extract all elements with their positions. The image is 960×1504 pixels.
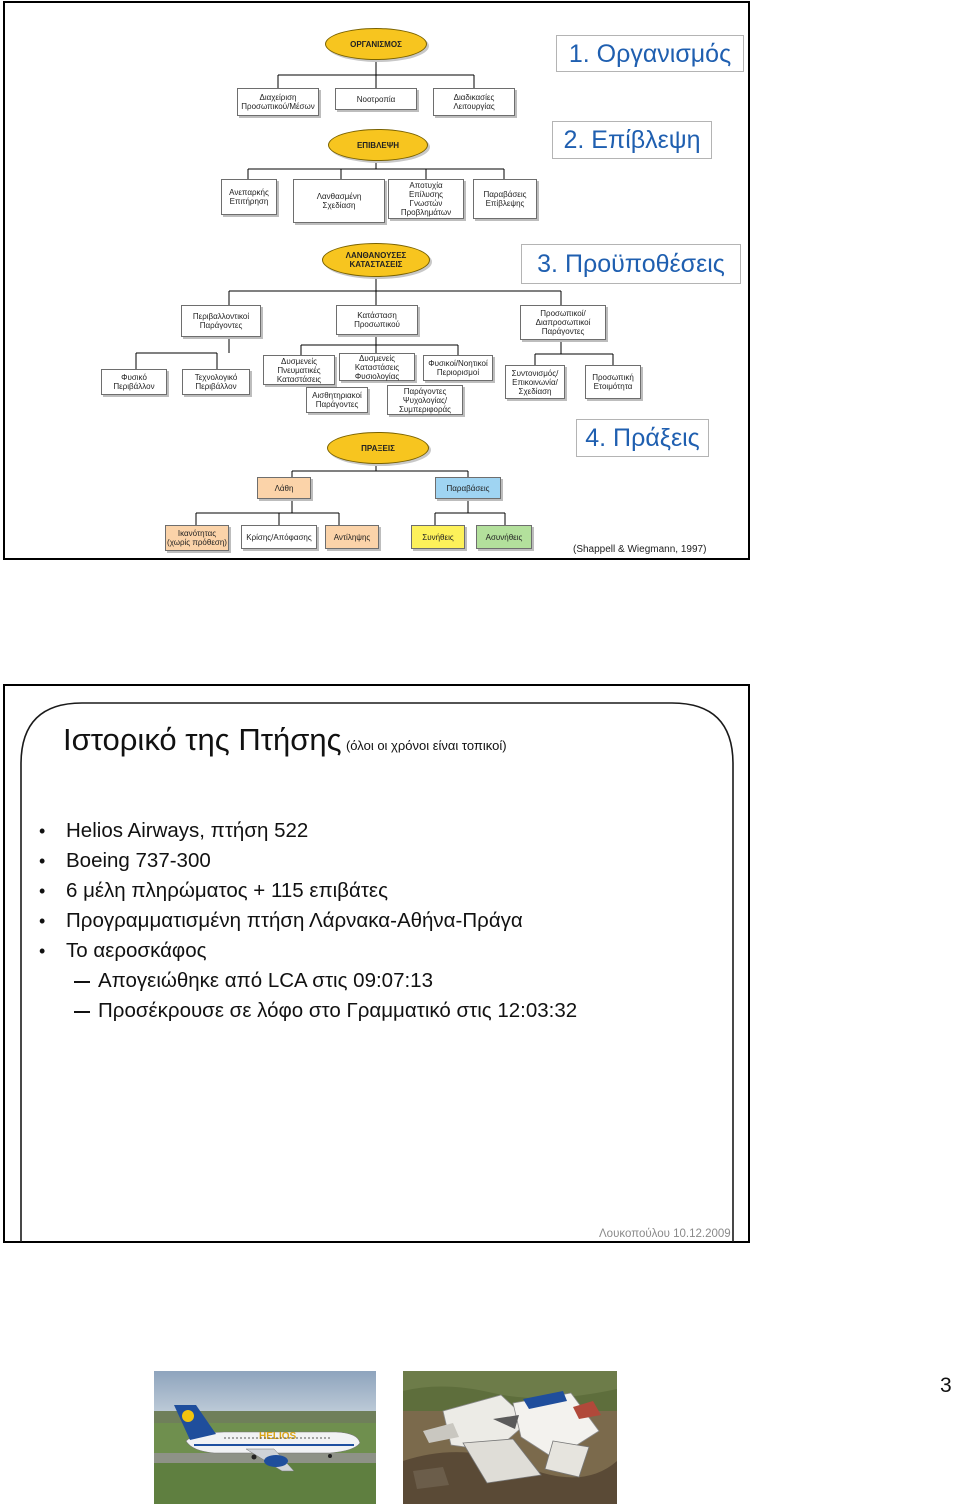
bullet-list: Helios Airways, πτήση 522 Boeing 737-300… — [39, 816, 577, 1026]
slide-title-note: (όλοι οι χρόνοι είναι τοπικοί) — [346, 738, 507, 753]
paraviaseis-epivlepsis-node: Παραβάσεις Επίβλεψης — [473, 179, 537, 219]
lanthasmeni-node: Λανθασμένη Σχεδίαση — [293, 179, 385, 223]
level-1-label: 1. Οργανισμός — [556, 35, 744, 72]
hfacs-slide: ΟΡΓΑΝΙΣΜΟΣ 1. Οργανισμός Διαχείριση Προσ… — [3, 1, 750, 560]
citation: (Shappell & Wiegmann, 1997) — [573, 544, 706, 555]
paraviaseis-node: Παραβάσεις — [435, 477, 501, 499]
sub-bullet-item: Απογειώθηκε από LCA στις 09:07:13 — [39, 966, 577, 996]
bullet-item: Helios Airways, πτήση 522 — [39, 816, 577, 846]
psyxologias-node: Παράγοντες Ψυχολογίας/ Συμπεριφοράς — [387, 385, 463, 415]
etoimotita-node: Προσωπική Ετοιμότητα — [585, 365, 641, 399]
bullet-item: Το αεροσκάφος — [39, 936, 577, 966]
lathi-node: Λάθη — [257, 477, 311, 499]
bullet-item: Προγραμματισμένη πτήση Λάρνακα-Αθήνα-Πρά… — [39, 906, 577, 936]
diadikasies-node: Διαδικασίες Λειτουργίας — [433, 88, 515, 116]
epivlepsi-node: ΕΠΙΒΛΕΨΗ — [328, 129, 428, 161]
katastasi-prosopikou-node: Κατάσταση Προσωπικού — [336, 305, 418, 335]
level-4-label: 4. Πράξεις — [576, 419, 709, 457]
diaxeirisi-node: Διαχείριση Προσωπικού/Μέσων — [237, 88, 319, 116]
praxeis-node: ΠΡΑΞΕΙΣ — [327, 432, 429, 464]
slide-title-main: Ιστορικό της Πτήσης — [63, 722, 342, 757]
helios-aircraft-photo: HELIOS — [154, 1371, 376, 1504]
prosopikoi-paragontes-node: Προσωπικοί/ Διαπροσωπικοί Παράγοντες — [520, 305, 606, 340]
sub-bullet-item: Προσέκρουσε σε λόφο στο Γραμματικό στις … — [39, 996, 577, 1026]
lanthanouses-node: ΛΑΝΘΑΝΟΥΣΕΣ ΚΑΤΑΣΤΑΣΕΙΣ — [322, 243, 430, 277]
synithis-node: Συνήθεις — [411, 525, 465, 549]
level-3-label: 3. Προϋποθέσεις — [521, 244, 741, 284]
aircraft-livery-text: HELIOS — [259, 1431, 297, 1442]
pneumatikes-node: Δυσμενείς Πνευματικές Καταστάσεις — [263, 355, 335, 385]
krisis-node: Κρίσης/Απόφασης — [241, 525, 317, 549]
ikanotitas-node: Ικανότητας (χωρίς πρόθεση) — [165, 525, 229, 551]
page-number: 3 — [940, 1374, 952, 1398]
aisthitiriakoi-node: Αισθητηριακοί Παράγοντες — [306, 387, 368, 413]
apotyxia-node: Αποτυχία Επίλυσης Γνωστών Προβλημάτων — [388, 179, 464, 219]
syntonismos-node: Συντονισμός/ Επικοινωνία/ Σχεδίαση — [505, 365, 565, 399]
organismos-node: ΟΡΓΑΝΙΣΜΟΣ — [325, 28, 427, 60]
footer-author-date: Λουκοπούλου 10.12.2009 — [599, 1228, 731, 1240]
level-2-label: 2. Επίβλεψη — [552, 121, 712, 159]
periv-paragontes-node: Περιβαλλοντικοί Παράγοντες — [181, 305, 261, 337]
aneparkis-node: Ανεπαρκής Επιτήρηση — [221, 179, 277, 215]
antilipsis-node: Αντίληψης — [325, 525, 379, 549]
bullet-item: Boeing 737-300 — [39, 846, 577, 876]
nootropia-node: Νοοτροπία — [335, 88, 417, 110]
bullet-item: 6 μέλη πληρώματος + 115 επιβάτες — [39, 876, 577, 906]
crash-wreckage-photo — [403, 1371, 617, 1504]
flight-history-slide: Ιστορικό της Πτήσης (όλοι οι χρόνοι είνα… — [3, 684, 750, 1243]
fysiologias-node: Δυσμενείς Καταστάσεις Φυσιολογίας — [339, 353, 415, 381]
asynithis-node: Ασυνήθεις — [476, 525, 532, 549]
fysiko-node: Φυσικό Περιβάλλον — [101, 369, 167, 395]
fysikoi-noitikoi-node: Φυσικοί/Νοητικοί Περιορισμοί — [423, 355, 493, 381]
texnologiko-node: Τεχνολογικό Περιβάλλον — [182, 369, 250, 395]
slide-title: Ιστορικό της Πτήσης (όλοι οι χρόνοι είνα… — [63, 722, 507, 758]
